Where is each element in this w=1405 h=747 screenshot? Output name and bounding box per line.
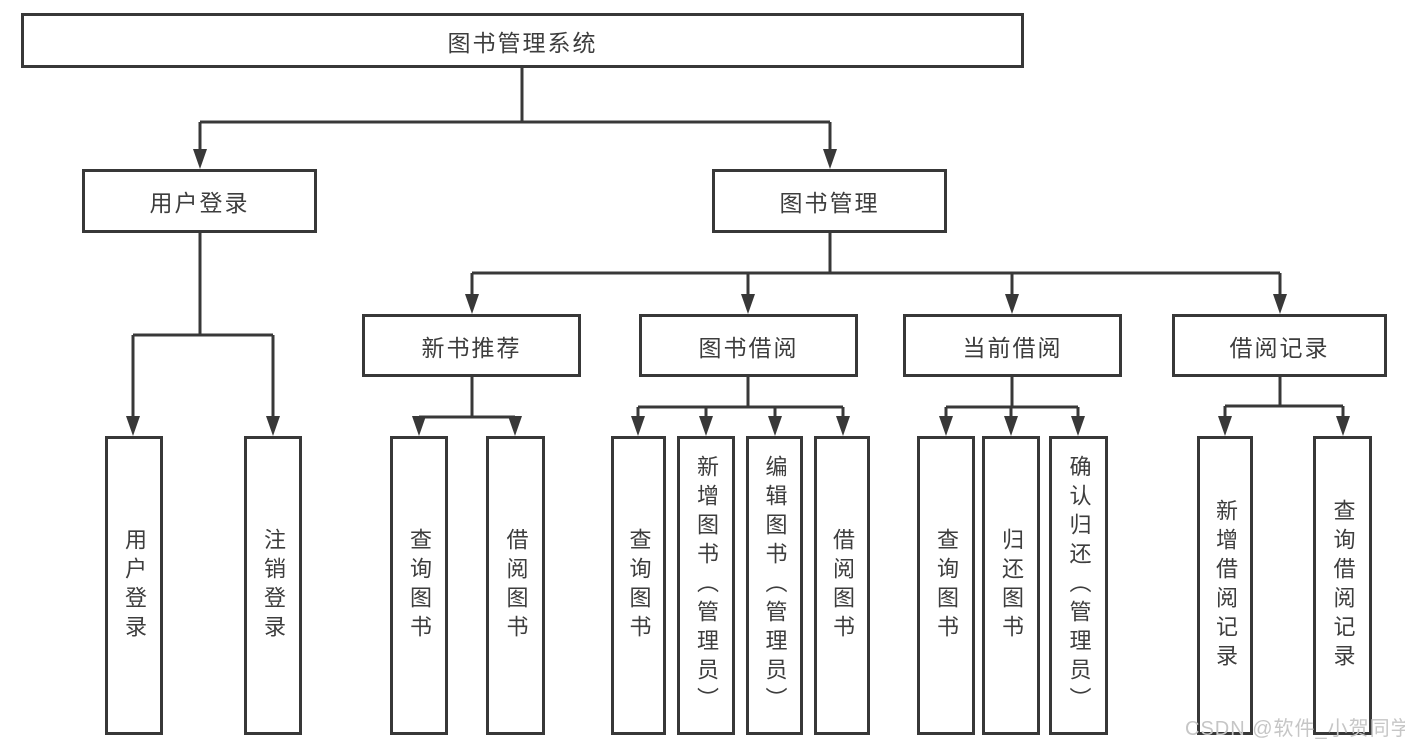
csdn-watermark: CSDN @软件_小贺同学 (1185, 718, 1405, 740)
leaf-node-current-confirm-return-admin: 确认归还（管理员） (1049, 436, 1108, 735)
node-label: 借阅图书 (830, 527, 855, 644)
node-library-management-system: 图书管理系统 (21, 13, 1024, 68)
leaf-node-borrow-borrow-book: 借阅图书 (814, 436, 870, 735)
node-label: 图书管理系统 (447, 29, 598, 56)
node-label: 新书推荐 (421, 334, 522, 361)
node-label: 确认归还（管理员） (1066, 455, 1092, 716)
leaf-node-records-add-record: 新增借阅记录 (1197, 436, 1253, 735)
node-new-book-recommend: 新书推荐 (362, 314, 581, 377)
leaf-node-current-query-book: 查询图书 (917, 436, 975, 735)
node-label: 注销登录 (261, 527, 286, 644)
node-label: 用户登录 (122, 527, 147, 644)
node-label: 当前借阅 (962, 334, 1063, 361)
node-label: 查询借阅记录 (1330, 498, 1356, 673)
node-label: 借阅记录 (1229, 334, 1330, 361)
node-book-management: 图书管理 (712, 169, 947, 233)
node-book-borrow: 图书借阅 (639, 314, 858, 377)
leaf-node-borrow-query-book: 查询图书 (611, 436, 666, 735)
leaf-node-recommend-query-book: 查询图书 (390, 436, 448, 735)
leaf-node-records-query-record: 查询借阅记录 (1313, 436, 1372, 735)
node-label: 图书管理 (779, 190, 880, 216)
node-label: 查询图书 (626, 527, 652, 644)
node-user-login: 用户登录 (82, 169, 317, 233)
leaf-node-user-login: 用户登录 (105, 436, 163, 735)
node-label: 图书借阅 (698, 334, 799, 361)
leaf-node-logout-login: 注销登录 (244, 436, 302, 735)
leaf-node-recommend-borrow-book: 借阅图书 (486, 436, 545, 735)
node-borrow-records: 借阅记录 (1172, 314, 1387, 377)
leaf-node-borrow-edit-book-admin: 编辑图书（管理员） (746, 436, 803, 735)
node-label: 用户登录 (149, 190, 250, 216)
node-label: 借阅图书 (503, 527, 529, 644)
node-current-borrow: 当前借阅 (903, 314, 1122, 377)
node-label: 新增图书（管理员） (694, 455, 719, 716)
node-label: 查询图书 (407, 527, 432, 644)
node-label: 归还图书 (999, 527, 1024, 644)
node-label: 新增借阅记录 (1213, 498, 1238, 673)
leaf-node-borrow-add-book-admin: 新增图书（管理员） (677, 436, 735, 735)
node-label: 编辑图书（管理员） (762, 455, 788, 716)
node-label: 查询图书 (934, 527, 959, 644)
leaf-node-current-return-book: 归还图书 (982, 436, 1040, 735)
